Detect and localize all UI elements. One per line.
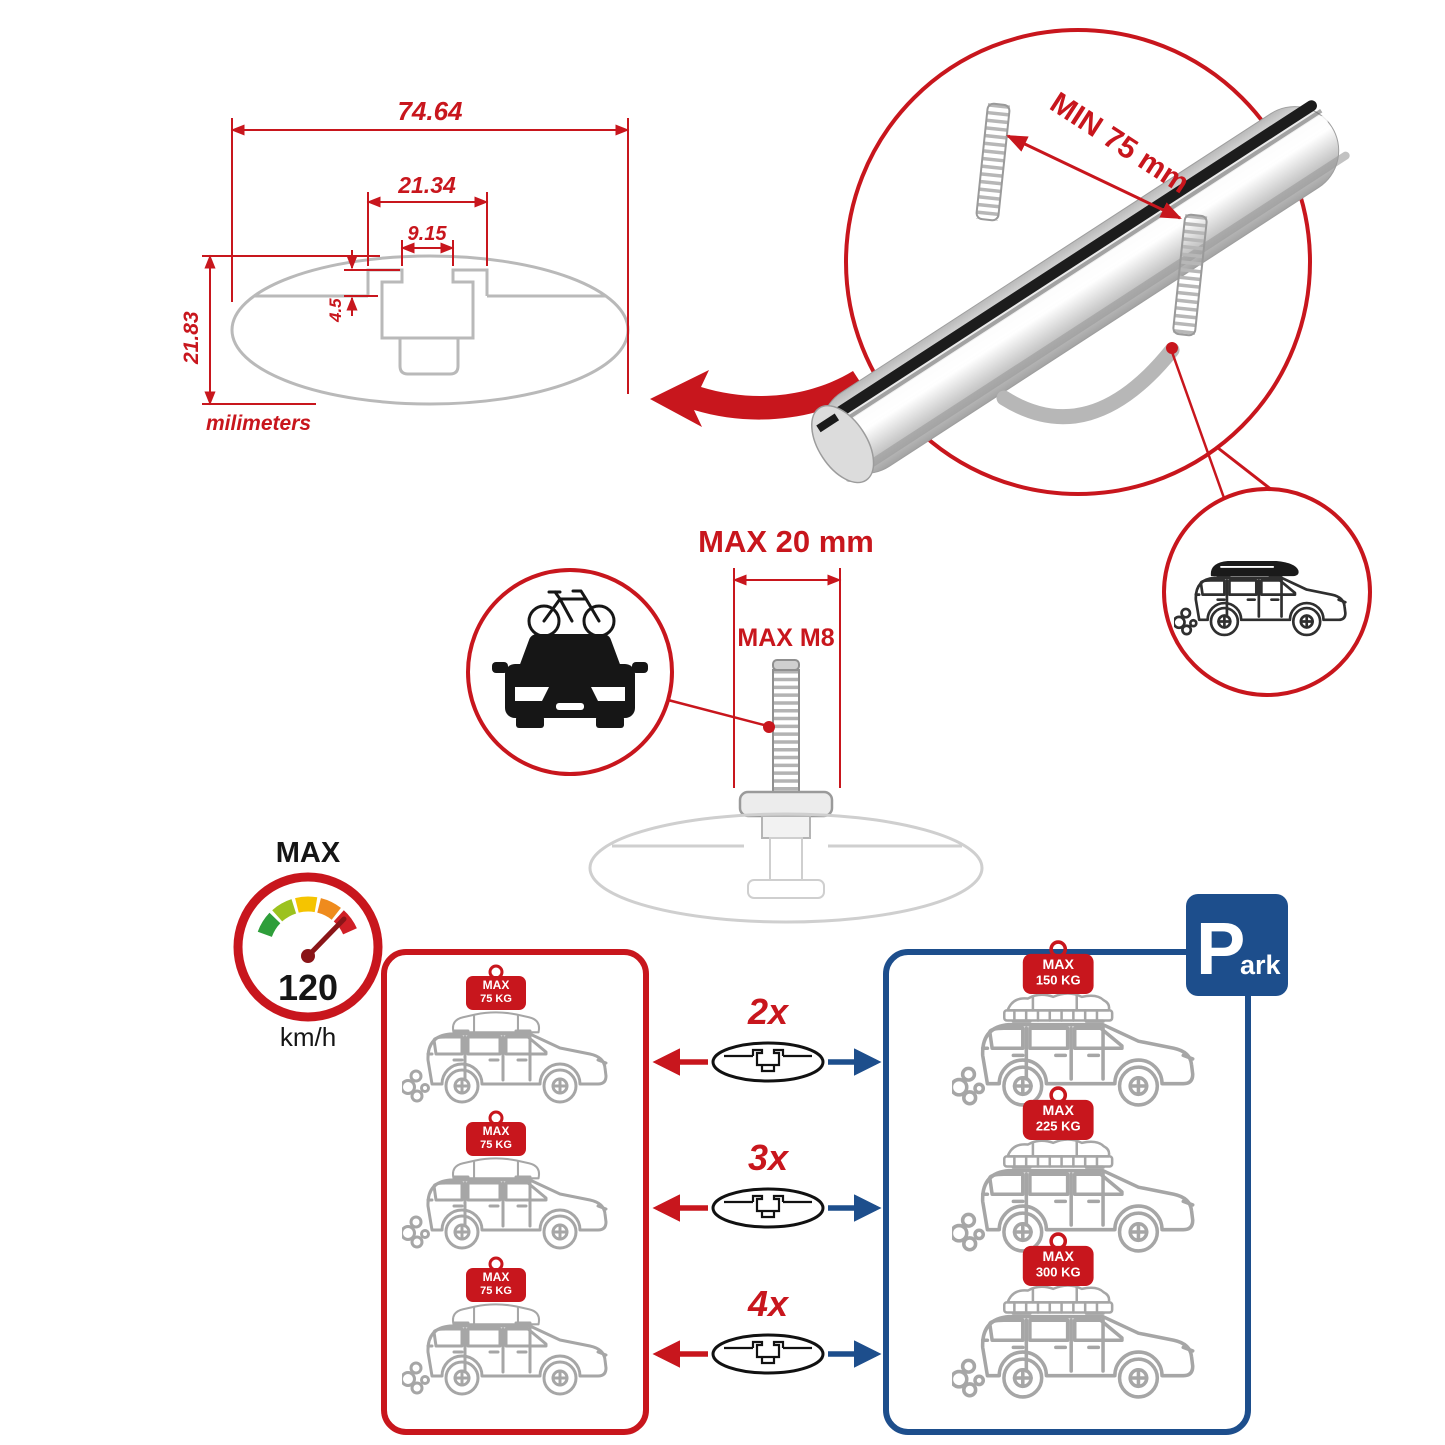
capacity-left-panel: MAX 75 KG MAX 75 KG MAX 75 KG <box>381 949 649 1435</box>
svg-text:MAX: MAX <box>483 1124 510 1138</box>
clamp-rod-left <box>975 102 1011 222</box>
faint-bar-section <box>588 812 984 924</box>
speed-unit: km/h <box>280 1022 336 1052</box>
dim-overall-width: 74.64 <box>230 96 630 394</box>
multiplier-label-1: 2x <box>747 991 790 1032</box>
max-20-label: MAX 20 mm <box>698 524 874 559</box>
callout-arrow <box>650 370 866 427</box>
dim-channel-width: 21.34 <box>366 172 489 266</box>
svg-text:MAX: MAX <box>483 978 510 992</box>
load-badge: MAX 75 KG <box>466 1110 526 1156</box>
svg-text:225 KG: 225 KG <box>1036 1119 1081 1134</box>
svg-text:300 KG: 300 KG <box>1036 1265 1081 1280</box>
roof-basket <box>1002 992 1114 1022</box>
callout-line-2 <box>1170 351 1226 499</box>
right-mirror <box>632 662 648 673</box>
car-left-1: MAX 75 KG <box>402 964 608 1104</box>
dimension-diagram: 74.64 21.34 9.15 4.5 21.83 mili <box>180 96 630 435</box>
car-right-1: MAX 150 KG <box>952 940 1195 1107</box>
multiplier-row-3: 4x <box>652 1283 882 1375</box>
car-left-3: MAX 75 KG <box>402 1256 608 1396</box>
pointer-line <box>667 698 765 727</box>
clamp-plate <box>738 790 834 818</box>
speed-limit: MAX 120 km/h <box>233 837 383 1052</box>
clamp-strap <box>996 342 1180 425</box>
bar-section-icon-1 <box>711 1041 825 1083</box>
dim-overall-width-label: 74.64 <box>397 96 463 126</box>
park-letter: P <box>1196 907 1245 990</box>
threaded-bolt <box>738 659 834 899</box>
dim-overall-height: 21.83 <box>180 254 380 406</box>
units-label: milimeters <box>206 412 311 435</box>
speed-value: 120 <box>278 967 338 1008</box>
left-headlight <box>515 687 549 701</box>
vehicle-circle <box>1162 487 1372 697</box>
svg-text:MAX: MAX <box>1042 1103 1074 1119</box>
roof-bag <box>451 1157 541 1180</box>
roof-basket <box>1002 1284 1114 1314</box>
bolt-dimension-lines <box>732 568 842 788</box>
load-badge: MAX 75 KG <box>466 1256 526 1302</box>
crossbar-profile <box>230 254 630 406</box>
bolt-diagram: MAX 20 mm MAX M8 <box>588 524 984 924</box>
roof-box <box>1210 561 1299 577</box>
park-sign-plate <box>1186 894 1288 996</box>
blue-panel-border <box>883 949 1251 1435</box>
roof-bag <box>451 1303 541 1326</box>
load-badge: MAX 225 KG <box>1022 1086 1094 1140</box>
bike-car-callout <box>466 568 775 776</box>
car-right-3: MAX 300 KG <box>952 1232 1195 1399</box>
bar-section-icon-2 <box>711 1187 825 1229</box>
multiplier-label-2: 3x <box>748 1137 790 1178</box>
max-m8-label: MAX M8 <box>737 624 834 652</box>
load-badge: MAX 150 KG <box>1022 940 1094 994</box>
car-front-icon <box>492 634 648 728</box>
vehicle-callout <box>1162 487 1372 697</box>
svg-text:75 KG: 75 KG <box>480 1285 512 1297</box>
car-right-2: MAX 225 KG <box>952 1086 1195 1253</box>
t-slot-foot <box>747 879 825 899</box>
dim-lip-depth-label: 4.5 <box>326 298 345 323</box>
roof-bag <box>451 1011 541 1034</box>
speed-max-label: MAX <box>276 837 341 869</box>
multiplier-row-1: 2x <box>652 991 882 1083</box>
multiplier-row-2: 3x <box>652 1137 882 1229</box>
gauge-needle <box>305 916 347 959</box>
dim-overall-height-label: 21.83 <box>180 311 203 365</box>
svg-text:75 KG: 75 KG <box>480 993 512 1005</box>
load-badge: MAX 300 KG <box>1022 1232 1094 1286</box>
svg-text:150 KG: 150 KG <box>1036 973 1081 988</box>
bar-magnifier: MIN 75 mm <box>650 28 1350 542</box>
car-left-2: MAX 75 KG <box>402 1110 608 1250</box>
park-suffix: ark <box>1240 950 1282 980</box>
load-badge: MAX 75 KG <box>466 964 526 1010</box>
multiplier-column: 2x 3x 4x <box>652 991 882 1375</box>
park-sign: P ark <box>1186 894 1288 996</box>
dim-slot-width: 9.15 <box>400 223 455 266</box>
attachment-dot <box>1166 342 1178 354</box>
aluminum-bar <box>811 100 1350 484</box>
red-panel-border <box>381 949 649 1435</box>
svg-text:MAX: MAX <box>1042 957 1074 973</box>
pointer-dot <box>763 721 775 733</box>
right-headlight <box>591 687 625 701</box>
multiplier-label-3: 4x <box>747 1283 790 1324</box>
left-mirror <box>492 662 508 673</box>
dim-lip-depth: 4.5 <box>326 250 400 323</box>
svg-text:75 KG: 75 KG <box>480 1139 512 1151</box>
svg-text:MAX: MAX <box>1042 1249 1074 1265</box>
clamp-rod-right <box>1172 213 1208 337</box>
svg-text:MAX: MAX <box>483 1270 510 1284</box>
capacity-right-panel: MAX 150 KG MAX 225 KG MAX 300 KG <box>883 940 1251 1435</box>
suv-with-roof-box <box>1174 561 1347 637</box>
dim-channel-width-label: 21.34 <box>397 172 456 198</box>
bar-section-icon-3 <box>711 1333 825 1375</box>
roof-basket <box>1002 1138 1114 1168</box>
gauge-arc <box>257 896 357 938</box>
dim-slot-width-label: 9.15 <box>408 223 448 245</box>
